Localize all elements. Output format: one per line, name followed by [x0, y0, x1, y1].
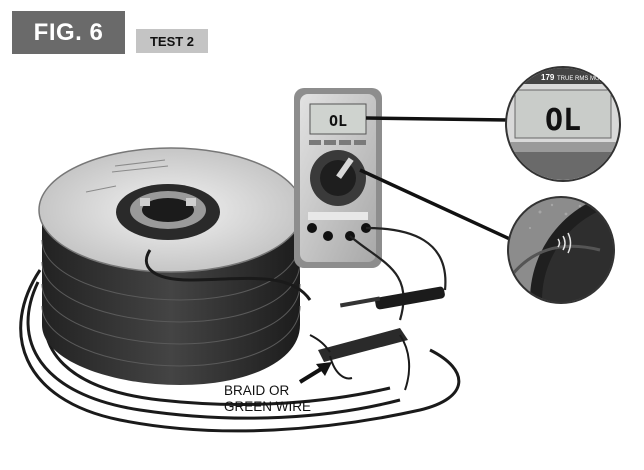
zoom-model-number: 179	[541, 73, 555, 82]
test-probe	[339, 286, 445, 310]
zoom-dial	[507, 196, 615, 304]
meter-display-reading: OL	[329, 112, 347, 130]
braid-wire-label: BRAID OR GREEN WIRE	[224, 383, 311, 415]
continuity-beep-icon	[557, 232, 572, 254]
zoom-display: 179 TRUE RMS MULTI OL	[505, 66, 621, 182]
figure-label: FIG. 6	[12, 11, 125, 54]
callout-lines	[359, 116, 513, 242]
braid-wire-label-line1: BRAID OR	[224, 383, 290, 398]
braid-wire-label-line2: GREEN WIRE	[224, 399, 312, 414]
cable-reel	[38, 147, 312, 385]
multimeter: OL	[294, 88, 382, 268]
zoom-model-text: TRUE RMS MULTI	[557, 76, 608, 82]
test-label: TEST 2	[136, 29, 208, 53]
zoom-display-reading: OL	[545, 103, 581, 138]
arrow-icon	[298, 362, 332, 384]
wire-clip	[309, 328, 411, 391]
